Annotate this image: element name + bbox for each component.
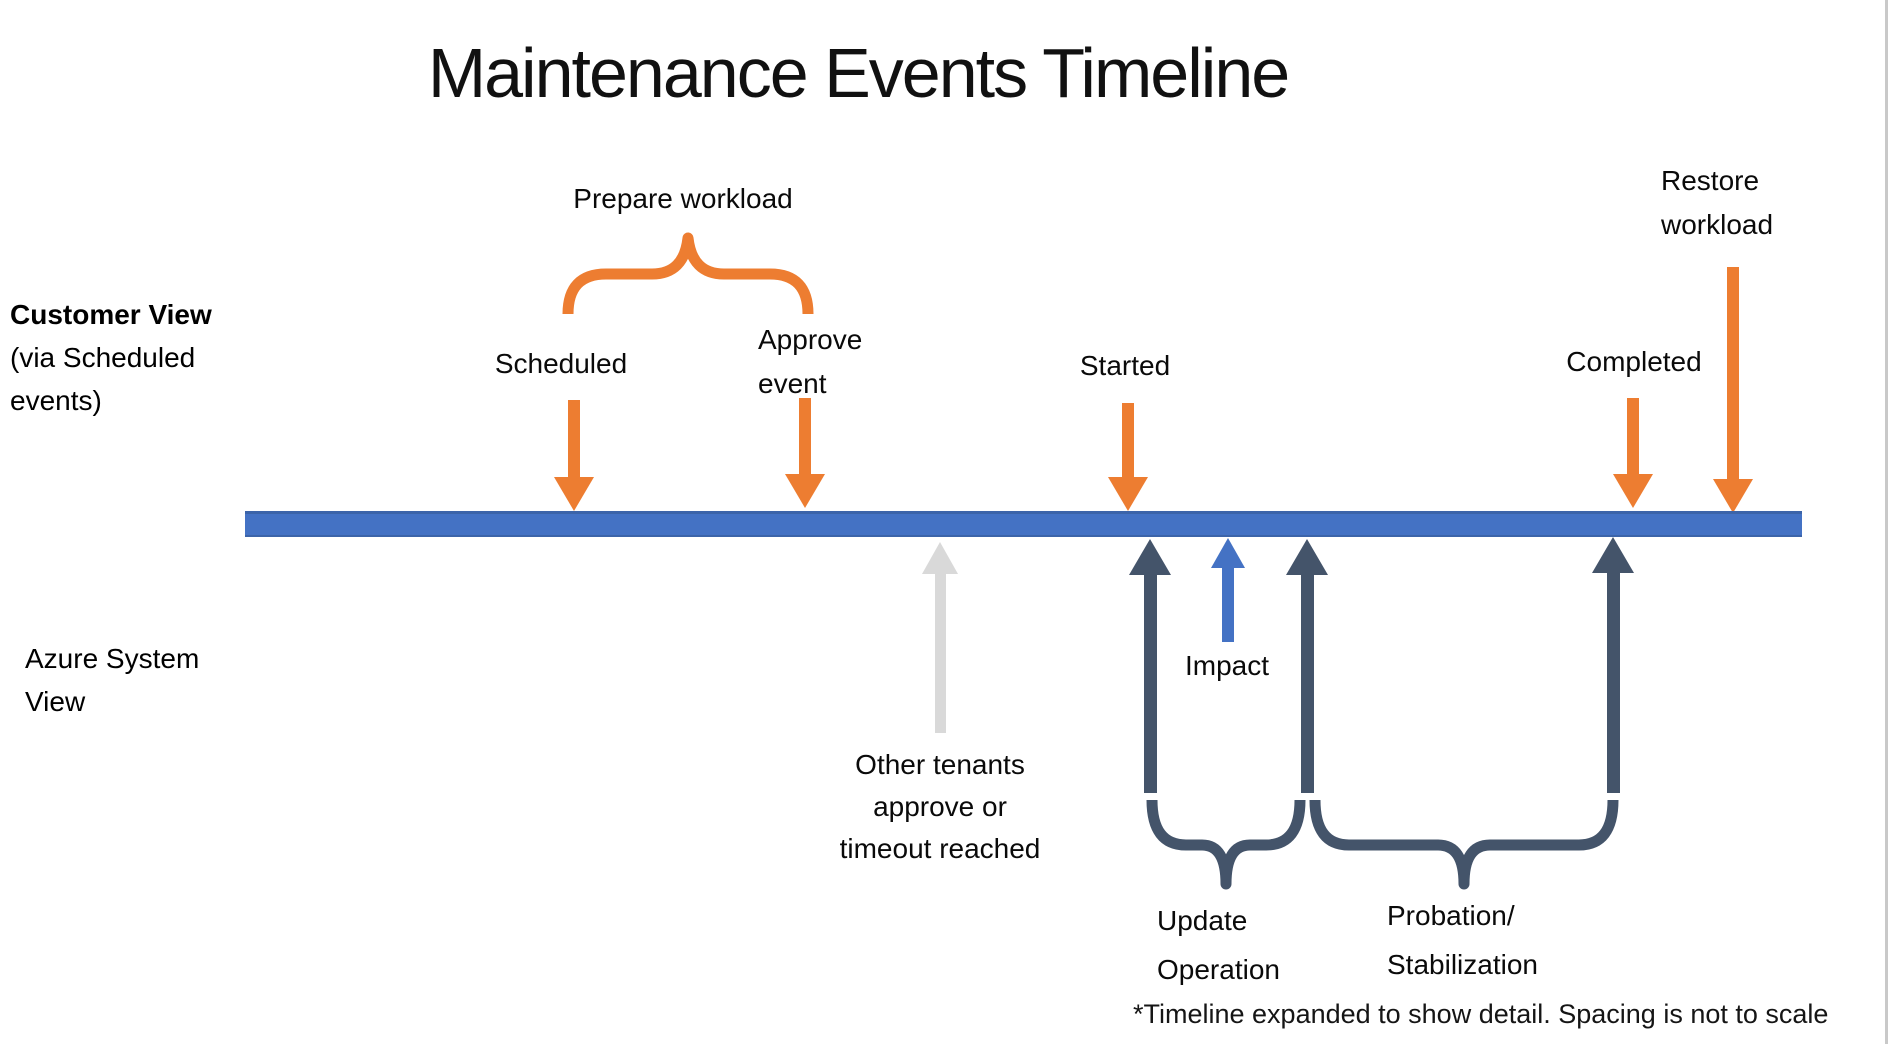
other-tenants-label: Other tenants approve or timeout reached bbox=[765, 744, 1115, 870]
probation-stabilization-brace bbox=[1309, 799, 1619, 890]
update-operation-label: Update Operation bbox=[1157, 896, 1280, 994]
update-operation-line2: Operation bbox=[1157, 954, 1280, 985]
started-label: Started bbox=[1079, 350, 1171, 381]
restore-workload-label: Restore workload bbox=[1661, 159, 1773, 247]
footnote: *Timeline expanded to show detail. Spaci… bbox=[1133, 999, 1829, 1029]
restore-workload-line2: workload bbox=[1661, 209, 1774, 240]
update-end-arrow bbox=[1286, 539, 1328, 793]
probation-stabilization-label: Probation/ Stabilization bbox=[1387, 891, 1538, 989]
approve-event-line2: event bbox=[758, 368, 827, 399]
probation-line1: Probation/ bbox=[1387, 900, 1515, 931]
lane-label-customer-view: Customer View (via Scheduled events) bbox=[10, 293, 212, 422]
approve-event-label: Approve event bbox=[758, 318, 862, 406]
customer-view-sub1: (via Scheduled bbox=[10, 342, 196, 373]
azure-view-line2: View bbox=[25, 686, 86, 717]
lane-label-azure-system-view: Azure System View bbox=[25, 637, 199, 723]
update-start-arrow bbox=[1129, 539, 1171, 793]
scheduled-label: Scheduled bbox=[494, 348, 628, 379]
impact-label: Impact bbox=[1184, 650, 1270, 681]
probation-end-arrow bbox=[1592, 537, 1634, 793]
customer-view-title: Customer View bbox=[10, 299, 212, 330]
other-tenants-line1: Other tenants bbox=[855, 749, 1025, 780]
approve-event-arrow bbox=[785, 398, 825, 508]
completed-label: Completed bbox=[1566, 346, 1702, 377]
other-tenants-arrow bbox=[922, 542, 958, 733]
probation-line2: Stabilization bbox=[1387, 949, 1538, 980]
prepare-workload-label: Prepare workload bbox=[573, 183, 793, 214]
started-arrow bbox=[1108, 403, 1148, 511]
restore-workload-line1: Restore bbox=[1661, 165, 1760, 196]
timeline-bar bbox=[245, 511, 1802, 537]
page-title: Maintenance Events Timeline bbox=[427, 34, 1290, 112]
update-operation-brace bbox=[1146, 799, 1306, 890]
approve-event-line1: Approve bbox=[758, 324, 863, 355]
customer-view-sub2: events) bbox=[10, 385, 102, 416]
impact-arrow bbox=[1211, 538, 1245, 642]
completed-arrow bbox=[1613, 398, 1653, 508]
other-tenants-line2: approve or bbox=[873, 791, 1007, 822]
slide-edge-line bbox=[1885, 0, 1888, 1044]
scheduled-arrow bbox=[554, 400, 594, 511]
other-tenants-line3: timeout reached bbox=[839, 833, 1041, 864]
prepare-workload-brace bbox=[562, 232, 814, 315]
update-operation-line1: Update bbox=[1157, 905, 1248, 936]
azure-view-line1: Azure System bbox=[25, 643, 200, 674]
restore-workload-arrow bbox=[1713, 267, 1753, 513]
